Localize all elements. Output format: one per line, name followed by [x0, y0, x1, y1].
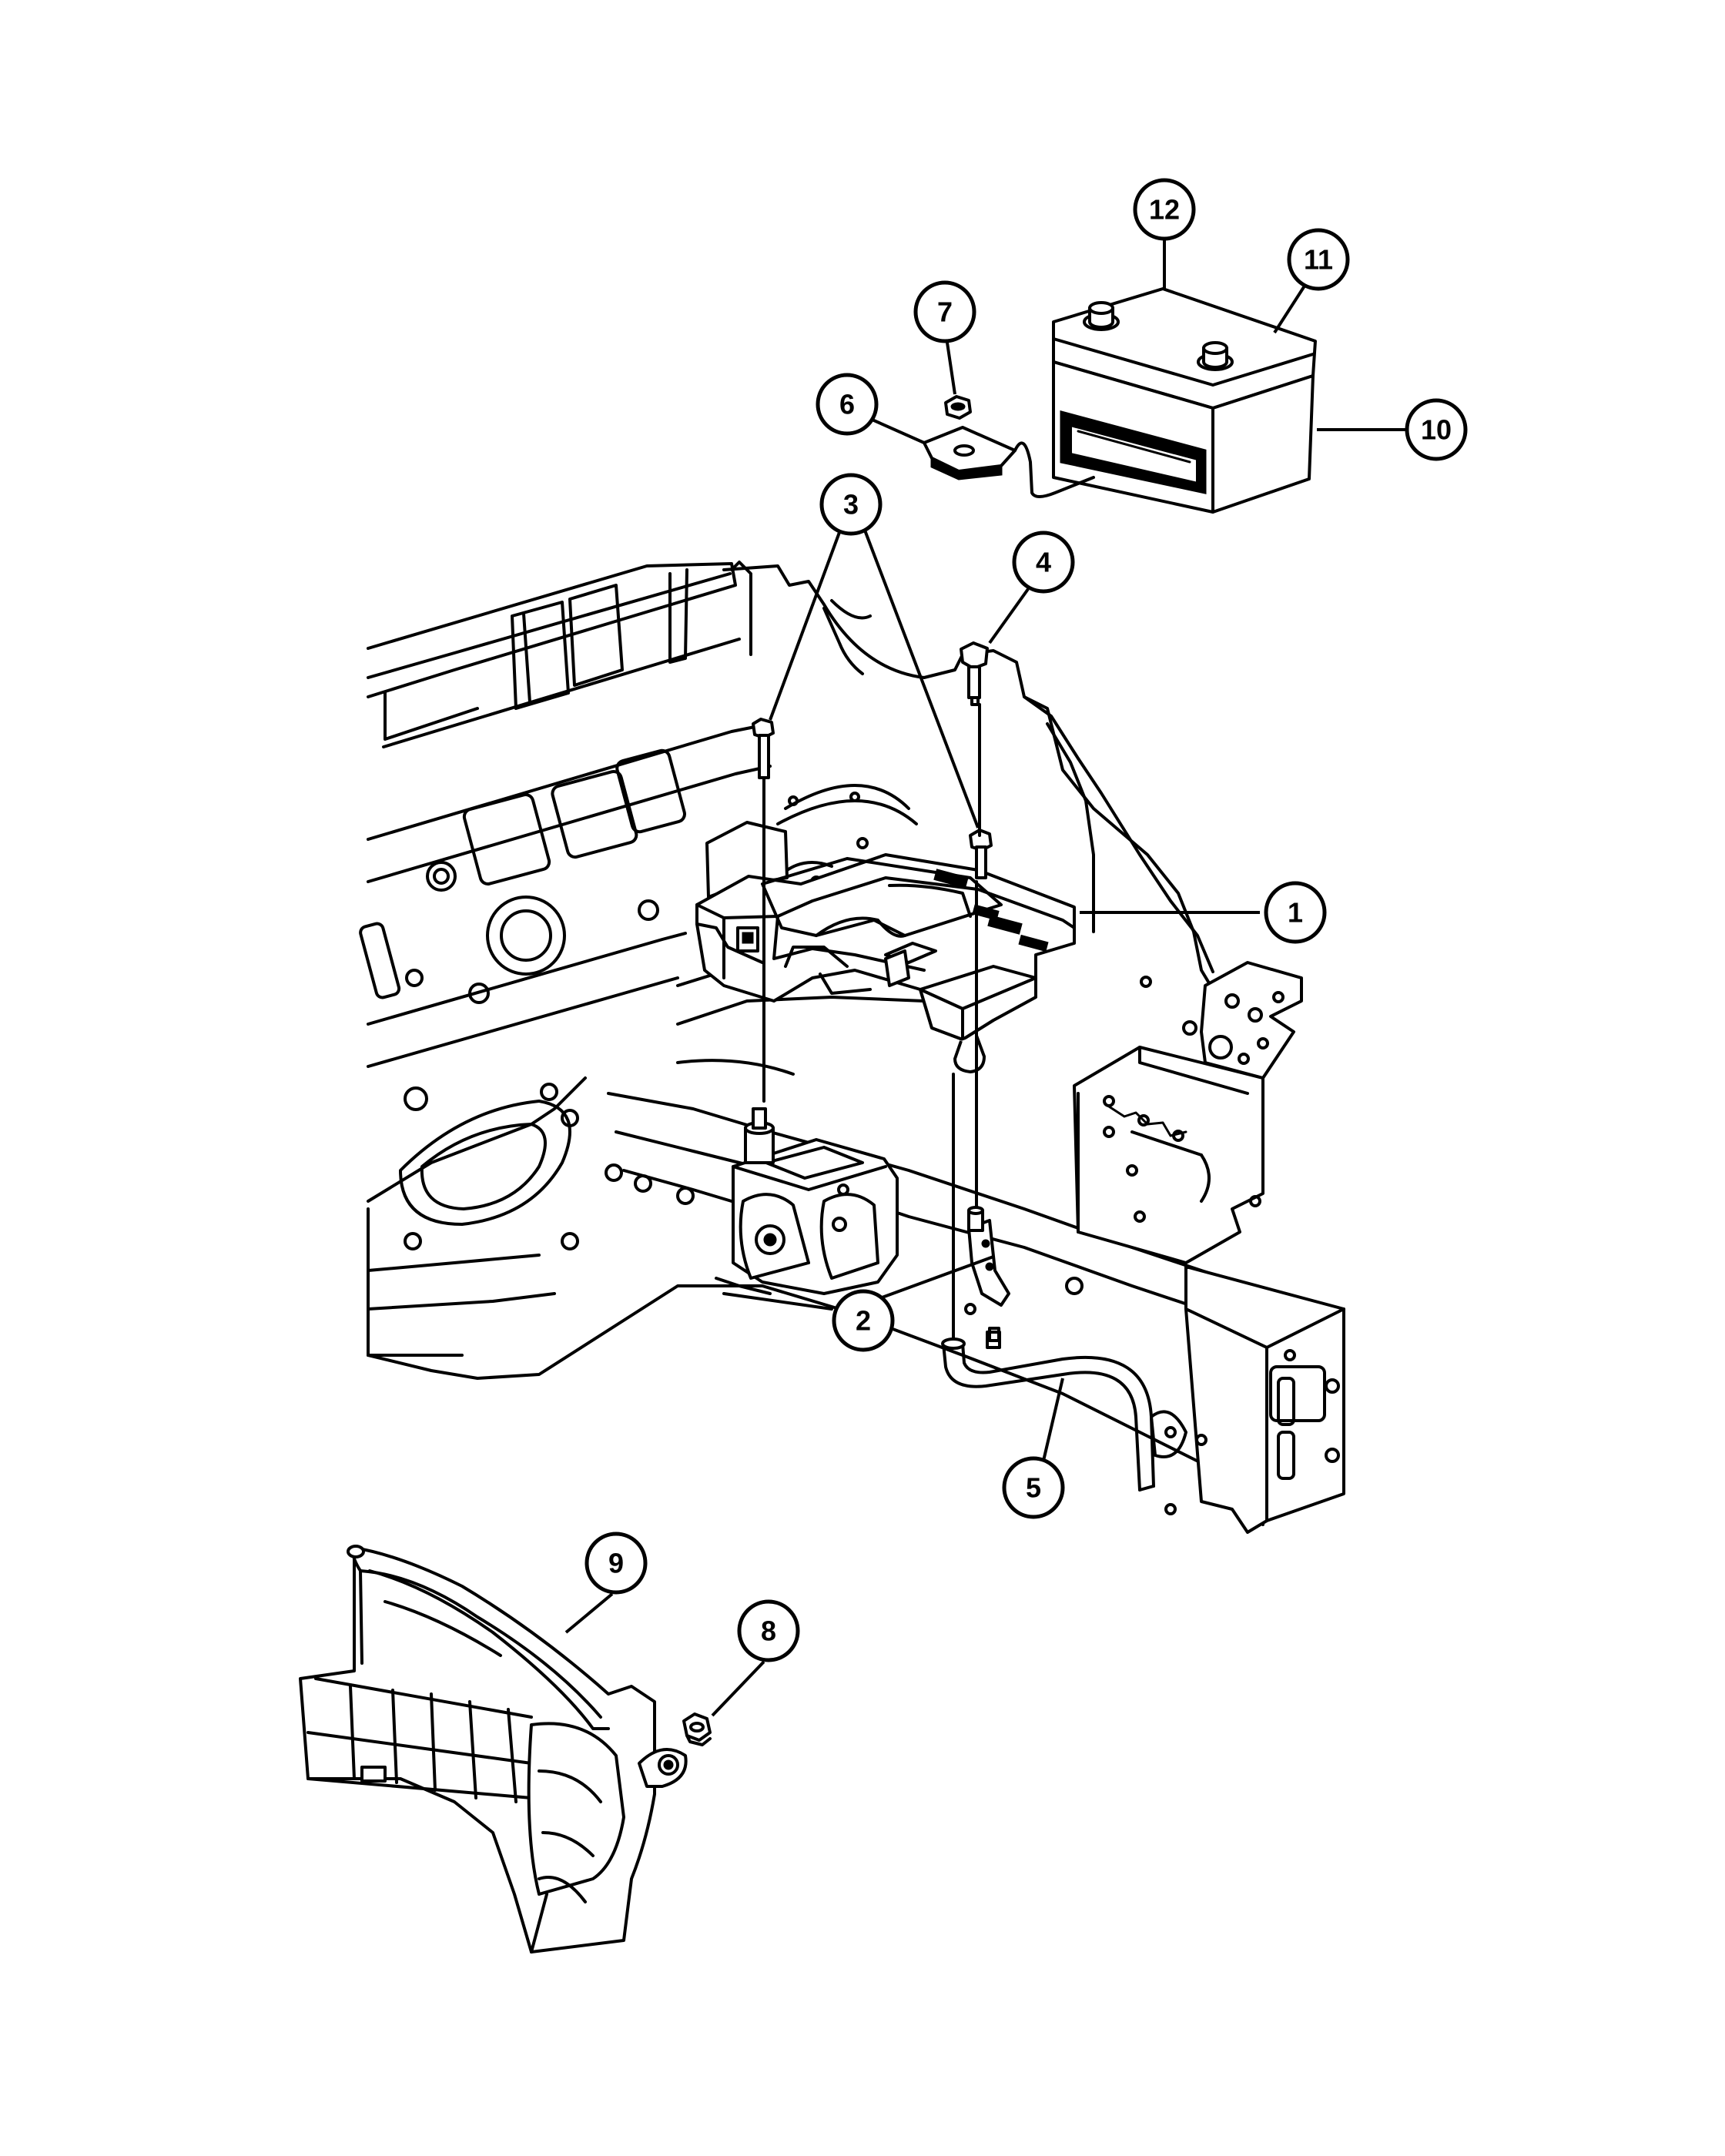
- callout-11: 11: [1287, 228, 1350, 291]
- callout-9: 9: [584, 1532, 648, 1595]
- callout-9-label: 9: [608, 1548, 624, 1579]
- callout-7-label: 7: [937, 296, 953, 328]
- callout-4: 4: [1012, 531, 1075, 594]
- battery-terminal-positive: [1197, 341, 1234, 371]
- engine-mount: [715, 1107, 899, 1311]
- callouts: 1 2 3 4 5 6 7 8: [564, 178, 1468, 1717]
- callout-1: 1: [1264, 881, 1327, 944]
- callout-10: 10: [1405, 398, 1468, 461]
- callout-12-label: 12: [1149, 194, 1180, 226]
- callout-1-label: 1: [1288, 897, 1303, 929]
- callout-10-label: 10: [1421, 414, 1452, 446]
- battery-tray: [695, 821, 1076, 1073]
- callout-12: 12: [1133, 178, 1196, 241]
- battery: [1052, 287, 1317, 514]
- front-end-structure: [359, 561, 1345, 1534]
- hold-down-nut: [944, 395, 972, 420]
- battery-terminal-negative: [1083, 301, 1120, 331]
- callout-7: 7: [913, 280, 976, 343]
- callout-11-label: 11: [1304, 244, 1333, 276]
- hold-down-clamp: [923, 426, 1095, 498]
- splash-shield: [299, 1545, 688, 1953]
- tray-support-bracket: [967, 1206, 1010, 1349]
- callout-2-label: 2: [856, 1305, 871, 1337]
- callout-5: 5: [1002, 1456, 1065, 1519]
- callout-6-label: 6: [839, 389, 855, 420]
- callout-6: 6: [816, 373, 879, 436]
- callout-8: 8: [737, 1599, 800, 1662]
- callout-8-label: 8: [761, 1615, 776, 1647]
- callout-2: 2: [832, 1289, 895, 1352]
- callout-3: 3: [819, 473, 883, 536]
- callout-3-label: 3: [843, 489, 859, 521]
- mounting-bolt: [960, 641, 989, 706]
- callout-4-label: 4: [1036, 547, 1051, 578]
- drain-hose: [941, 1337, 1155, 1491]
- callout-5-label: 5: [1026, 1472, 1041, 1504]
- shield-nut: [682, 1712, 712, 1746]
